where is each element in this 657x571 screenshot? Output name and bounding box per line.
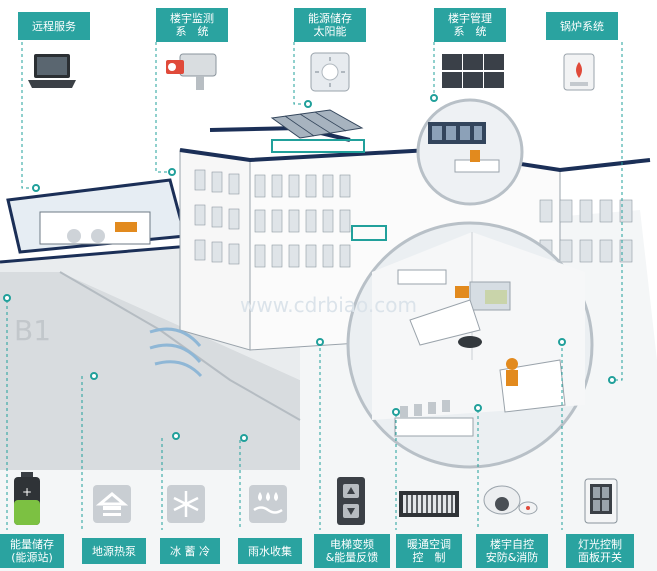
annex-desk <box>115 222 137 232</box>
label-elevator-energy-feedback: 电梯变频 &能量反馈 <box>314 534 390 568</box>
label-hvac-control: 暖通空调 控 制 <box>396 534 462 568</box>
solar-panel-icon <box>310 52 350 92</box>
smoke-detector-icon <box>483 485 538 515</box>
monitors-icon <box>442 54 504 88</box>
heat-pump-icon <box>93 485 131 523</box>
solar-panel-array <box>270 109 364 139</box>
rooftop-room-magnifier <box>416 98 524 206</box>
solar-grid <box>314 111 347 132</box>
label-building-monitoring: 楼宇监测 系 统 <box>156 8 228 42</box>
elevator-buttons-icon <box>337 477 365 525</box>
label-energy-storage: 能量储存 (能源站) <box>0 534 64 568</box>
cctv-camera-icon <box>166 53 217 90</box>
basement-wall <box>0 272 300 470</box>
label-boiler-system: 锅炉系统 <box>546 12 618 40</box>
wind-swoosh <box>149 327 202 347</box>
label-energy-solar: 能源储存 太阳能 <box>294 8 366 42</box>
wind-swoosh <box>154 360 203 378</box>
air-vent-icon <box>399 491 459 517</box>
svg-text:+: + <box>22 485 32 499</box>
rain-icon <box>249 485 287 523</box>
leader-lines <box>6 42 623 530</box>
boiler-icon <box>563 53 595 91</box>
label-lighting-control: 灯光控制 面板开关 <box>566 534 634 568</box>
leader-dots <box>3 94 616 442</box>
label-rainwater-collection: 雨水收集 <box>238 538 302 564</box>
label-building-automation-security: 楼宇自控 安防&消防 <box>476 534 548 568</box>
label-ground-source-heat-pump: 地源热泵 <box>82 538 146 564</box>
label-remote-service: 远程服务 <box>18 12 90 40</box>
solar-grid <box>284 115 315 137</box>
battery-icon: + <box>14 472 40 525</box>
light-switch-icon <box>584 478 618 524</box>
label-building-management: 楼宇管理 系 统 <box>434 8 506 42</box>
annex-chair <box>67 229 81 243</box>
floor-highlight <box>351 225 387 241</box>
wind-swoosh <box>149 343 202 363</box>
label-ice-storage: 冰 蓄 冷 <box>160 538 220 564</box>
snowflake-icon <box>167 485 205 523</box>
watermark-text: www.cdrbiao.com <box>240 293 417 317</box>
building-sign-text: B1 <box>14 314 51 347</box>
solar-grid <box>299 113 331 134</box>
annex-chair <box>91 229 105 243</box>
office-room-magnifier <box>346 221 594 469</box>
roof-highlight <box>271 139 365 153</box>
laptop-icon <box>28 54 76 88</box>
